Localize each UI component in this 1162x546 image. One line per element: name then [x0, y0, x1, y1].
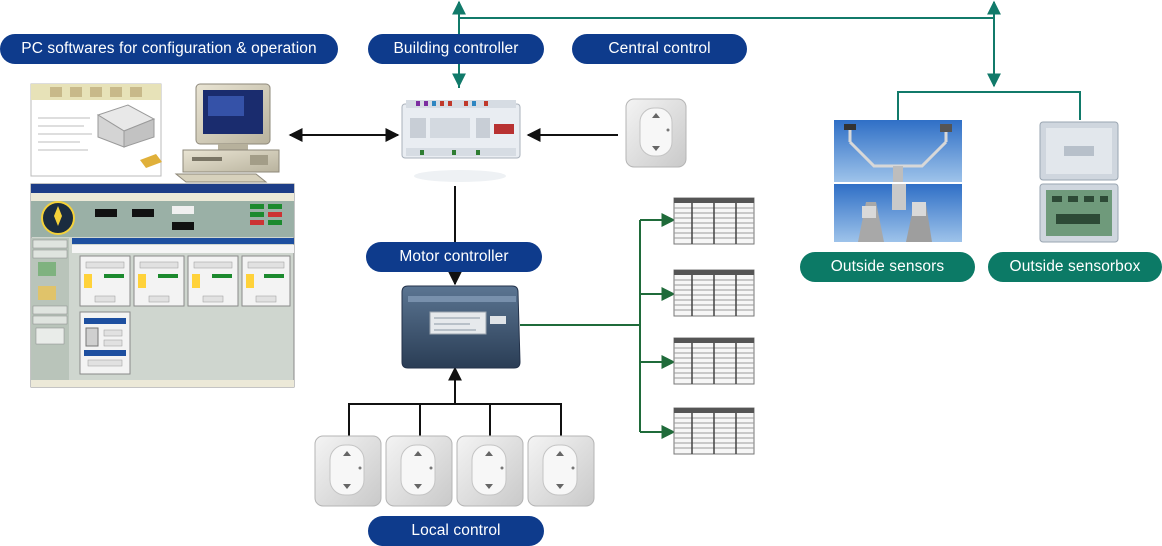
- blind-icon: [673, 337, 755, 385]
- blind-icon: [673, 197, 755, 245]
- motor-controller-label: Motor controller: [366, 242, 542, 272]
- computer-icon: [174, 83, 280, 183]
- top-network-lines: [452, 0, 1081, 120]
- local-control-label: Local control: [368, 516, 544, 546]
- local-switch-1: [314, 435, 382, 507]
- local-switch-3: [456, 435, 524, 507]
- sensorbox-icon: [1039, 121, 1119, 243]
- building-controller-label: Building controller: [368, 34, 544, 64]
- local-switches: [314, 435, 595, 507]
- central-control-label: Central control: [572, 34, 747, 64]
- local-switch-2: [385, 435, 453, 507]
- zone-panels: [79, 255, 291, 307]
- controller-module-icon: [401, 100, 521, 182]
- outside-sensorbox-label: Outside sensorbox: [988, 252, 1162, 282]
- blinds: [673, 197, 755, 455]
- green-connectors: [520, 213, 676, 439]
- blind-icon: [673, 269, 755, 317]
- local-switch-4: [527, 435, 595, 507]
- blind-icon: [673, 407, 755, 455]
- black-connectors: [288, 128, 618, 436]
- operation-software-window: [30, 183, 295, 388]
- software-window-icon: [30, 83, 162, 177]
- pc-software-label: PC softwares for configuration & operati…: [0, 34, 338, 64]
- outside-sensors-label: Outside sensors: [800, 252, 975, 282]
- weather-sensor-icon: [834, 120, 962, 242]
- motor-controller-device: [401, 285, 521, 369]
- wall-switch-icon: [625, 98, 687, 168]
